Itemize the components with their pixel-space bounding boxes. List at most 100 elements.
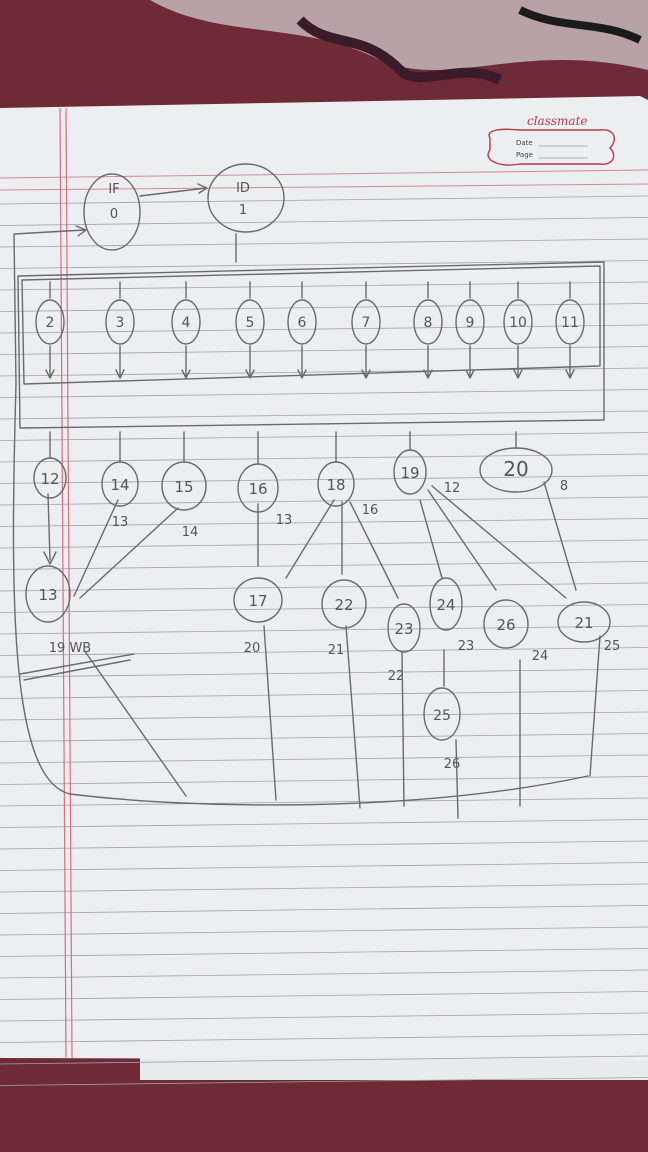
- mid-node-label: 19: [400, 464, 419, 482]
- top-node-label: 5: [246, 315, 255, 331]
- mid-node-note: 8: [560, 479, 568, 494]
- header-line: [0, 169, 648, 179]
- bottom-node-note: 21: [328, 643, 345, 658]
- mid-node-note: 12: [444, 481, 461, 496]
- bottom-node-note: 19 WB: [49, 641, 91, 656]
- mid-node-12: 12: [33, 431, 67, 499]
- ruled-line: [0, 1077, 648, 1086]
- stage-id-num: 1: [239, 203, 247, 218]
- ruled-line: [0, 883, 648, 893]
- ruled-line: [0, 668, 648, 678]
- ruled-lines: [0, 195, 648, 1086]
- top-node-10: 10: [503, 281, 533, 379]
- top-node-7: 7: [351, 281, 381, 379]
- ruled-line: [0, 690, 648, 699]
- top-node-2: 2: [35, 281, 65, 379]
- ruled-line: [0, 389, 648, 398]
- bottom-node-note: 24: [532, 649, 549, 664]
- ruled-line: [0, 840, 648, 850]
- ruled-line: [0, 969, 648, 979]
- notebook-page: [0, 96, 648, 1060]
- top-node-9: 9: [455, 281, 485, 379]
- top-node-6: 6: [287, 281, 317, 379]
- ruled-line: [0, 453, 648, 463]
- bottom-node-13: 13 19 WB: [25, 565, 91, 656]
- if-to-id-arrow: [139, 187, 207, 197]
- stage-id-title: ID: [236, 181, 250, 196]
- stage-if-node: IF 0: [83, 173, 141, 251]
- ruled-line: [0, 948, 648, 957]
- loop-to-if-left: [13, 229, 85, 385]
- wb-underline: [19, 653, 135, 675]
- mid-node-label: 12: [40, 470, 59, 488]
- ruled-line: [0, 561, 648, 570]
- mid-node-label: 16: [248, 480, 267, 498]
- ruled-line: [0, 539, 648, 549]
- ruled-line: [0, 217, 648, 226]
- mid-node-note: 13: [276, 513, 293, 528]
- ruled-line: [0, 346, 648, 355]
- top-node-label: 9: [466, 315, 475, 331]
- bottom-node-label: 13: [38, 586, 57, 604]
- bottom-node-label: 24: [436, 596, 455, 614]
- margin-line: [59, 107, 67, 1059]
- mid-node-note: 13: [112, 515, 129, 530]
- node-25-label: 25: [433, 708, 451, 724]
- top-node-label: 7: [362, 315, 371, 331]
- date-label: Date: [516, 139, 533, 147]
- stage-if-title: IF: [108, 182, 119, 197]
- mid-node-note: 14: [182, 525, 199, 540]
- bottom-node-23: 23 22: [387, 603, 421, 684]
- ruled-line: [0, 926, 648, 936]
- bottom-node-label: 23: [394, 620, 413, 638]
- top-node-8: 8: [413, 281, 443, 379]
- mid-node-20: 20 8: [479, 431, 568, 494]
- top-node-5: 5: [235, 281, 265, 379]
- ruled-line: [0, 281, 648, 291]
- ruled-line: [0, 819, 648, 828]
- ruled-line: [0, 647, 648, 656]
- bottom-node-label: 17: [248, 592, 267, 610]
- mid-node-label: 20: [503, 457, 528, 481]
- ruled-line: [0, 518, 648, 527]
- wb-underline-2: [23, 659, 131, 681]
- bottom-node-label: 22: [334, 596, 353, 614]
- connections: [12, 383, 601, 819]
- top-node-label: 10: [509, 315, 527, 331]
- bottom-node-note: 25: [604, 639, 621, 654]
- ruled-line: [0, 1034, 648, 1043]
- ruled-line: [0, 733, 648, 742]
- page-label: Page: [516, 151, 533, 159]
- classmate-brand: classmate: [527, 114, 588, 128]
- top-node-label: 11: [561, 315, 579, 331]
- top-node-label: 2: [46, 315, 55, 331]
- top-node-label: 6: [298, 315, 307, 331]
- ruled-line: [0, 905, 648, 914]
- top-row-box-outer: [17, 261, 605, 429]
- ruled-line: [0, 862, 648, 871]
- bottom-node-22: 22 21: [321, 579, 367, 658]
- ruled-line: [0, 260, 648, 269]
- ruled-line: [0, 238, 648, 248]
- loop-to-if-arrowhead: [75, 225, 87, 237]
- if-to-id-arrowhead: [197, 183, 208, 194]
- bottom-node-note: 22: [388, 669, 405, 684]
- stage-id-node: ID 1: [207, 163, 285, 233]
- fabric-pattern-stroke-dark: [518, 6, 642, 44]
- top-node-label: 4: [182, 315, 191, 331]
- node-25: 25 26: [423, 687, 461, 772]
- ruled-line: [0, 475, 648, 484]
- ruled-line: [0, 711, 648, 721]
- ruled-line: [0, 432, 648, 441]
- ruled-line: [0, 1012, 648, 1022]
